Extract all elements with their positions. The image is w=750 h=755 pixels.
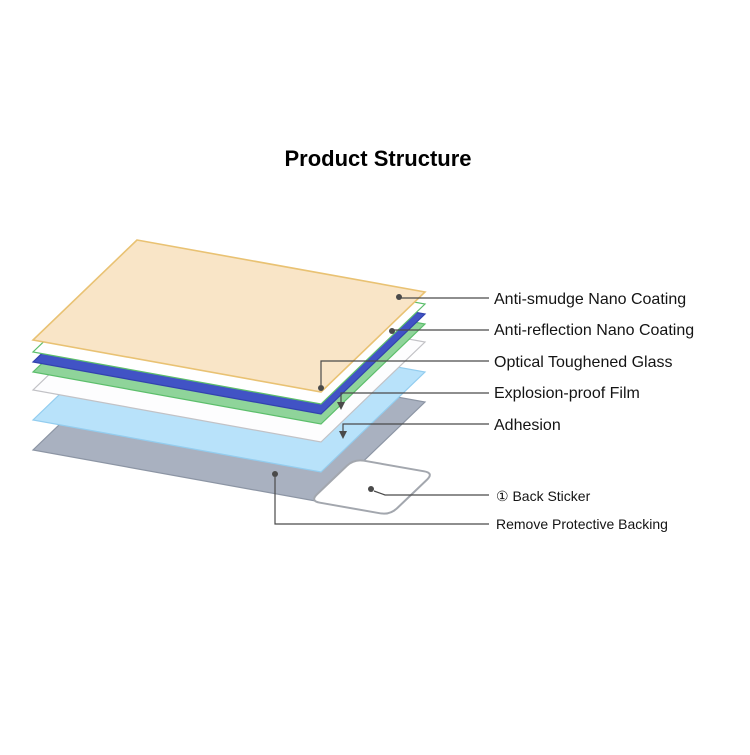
callout-explosion-proof: Explosion-proof Film xyxy=(494,385,640,402)
leader-explosion-proof xyxy=(340,392,489,402)
leader-markers xyxy=(272,294,402,492)
page-title: Product Structure xyxy=(284,146,471,171)
callout-remove-backing: Remove Protective Backing xyxy=(496,516,668,532)
leader-back-sticker xyxy=(373,490,489,496)
leader-optical-glass xyxy=(320,360,489,385)
callout-anti-reflection: Anti-reflection Nano Coating xyxy=(494,322,694,339)
arrow-adhesion xyxy=(339,431,347,439)
leader-lines xyxy=(274,297,489,525)
callout-optical-glass: Optical Toughened Glass xyxy=(494,354,672,371)
dot-optical-glass xyxy=(318,385,324,391)
leader-adhesion xyxy=(342,423,489,431)
layer-stack xyxy=(31,239,427,503)
dot-remove-backing xyxy=(272,471,278,477)
leader-remove-backing xyxy=(274,477,489,525)
layer-top-sheet-anti-smudge xyxy=(31,239,427,393)
callout-adhesion: Adhesion xyxy=(494,417,561,434)
dot-anti-smudge xyxy=(396,294,402,300)
callout-back-sticker: ① Back Sticker xyxy=(496,488,591,504)
arrow-explosion-proof xyxy=(337,402,345,410)
callout-labels: Anti-smudge Nano Coating Anti-reflection… xyxy=(494,291,694,532)
callout-anti-smudge: Anti-smudge Nano Coating xyxy=(494,291,686,308)
dot-anti-reflection xyxy=(389,328,395,334)
dot-back-sticker xyxy=(368,486,374,492)
